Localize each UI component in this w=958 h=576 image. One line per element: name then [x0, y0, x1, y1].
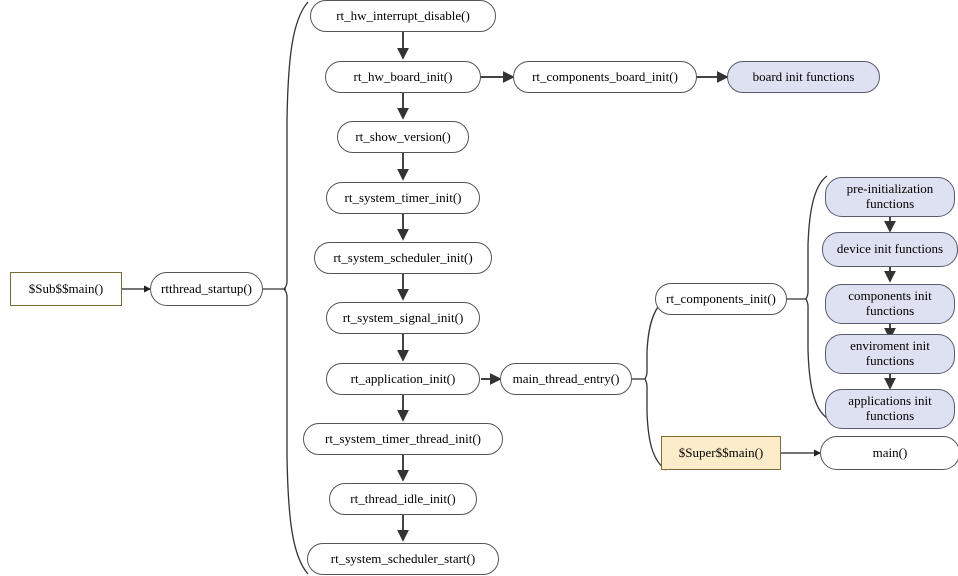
- node-label: board init functions: [752, 68, 855, 84]
- node-label: $Super$$main(): [678, 444, 764, 460]
- node-label: main_thread_entry(): [512, 370, 620, 386]
- node-device-init-functions[interactable]: device init functions: [822, 232, 958, 267]
- node-label: rt_system_timer_init(): [344, 189, 462, 205]
- node-label: rt_components_board_init(): [532, 68, 678, 84]
- node-label: rt_hw_interrupt_disable(): [336, 7, 470, 23]
- node-label: rt_system_scheduler_start(): [330, 550, 476, 566]
- node-label: main(): [872, 444, 908, 460]
- node-rt-system-scheduler-start[interactable]: rt_system_scheduler_start(): [307, 543, 499, 575]
- node-main[interactable]: main(): [820, 436, 958, 470]
- node-rt-hw-board-init[interactable]: rt_hw_board_init(): [325, 61, 481, 93]
- node-rt-components-board-init[interactable]: rt_components_board_init(): [513, 61, 697, 93]
- node-label: rt_application_init(): [350, 370, 456, 386]
- node-rt-system-timer-init[interactable]: rt_system_timer_init(): [326, 182, 480, 214]
- node-label: enviroment init functions: [850, 338, 930, 368]
- node-label: applications init functions: [848, 393, 932, 423]
- node-pre-initialization-functions[interactable]: pre-initialization functions: [825, 177, 955, 217]
- node-label: rt_system_timer_thread_init(): [325, 430, 481, 446]
- node-board-init-functions[interactable]: board init functions: [727, 61, 880, 93]
- node-rt-system-scheduler-init[interactable]: rt_system_scheduler_init(): [314, 242, 492, 274]
- node-label: pre-initialization functions: [846, 181, 934, 211]
- node-main-thread-entry[interactable]: main_thread_entry(): [500, 363, 632, 395]
- node-rt-components-init[interactable]: rt_components_init(): [655, 283, 787, 315]
- node-components-init-functions[interactable]: components init functions: [825, 284, 955, 324]
- node-label: components init functions: [848, 288, 932, 318]
- node-enviroment-init-functions[interactable]: enviroment init functions: [825, 334, 955, 374]
- node-label: rt_hw_board_init(): [353, 68, 453, 84]
- node-label: rt_components_init(): [666, 290, 776, 306]
- node-label: $Sub$$main(): [28, 280, 104, 296]
- node-rt-show-version[interactable]: rt_show_version(): [337, 121, 469, 153]
- node-label: rt_system_scheduler_init(): [333, 249, 473, 265]
- node-rt-hw-interrupt-disable[interactable]: rt_hw_interrupt_disable(): [310, 0, 496, 32]
- node-rt-system-signal-init[interactable]: rt_system_signal_init(): [326, 302, 480, 334]
- node-rtthread-startup[interactable]: rtthread_startup(): [150, 272, 263, 306]
- node-applications-init-functions[interactable]: applications init functions: [825, 389, 955, 429]
- node-label: device init functions: [836, 241, 944, 257]
- node-label: rt_system_signal_init(): [342, 309, 464, 325]
- node-super-main[interactable]: $Super$$main(): [661, 436, 781, 470]
- node-sub-main[interactable]: $Sub$$main(): [10, 272, 122, 306]
- node-rt-system-timer-thread-init[interactable]: rt_system_timer_thread_init(): [303, 423, 503, 455]
- node-label: rtthread_startup(): [161, 280, 252, 296]
- node-rt-application-init[interactable]: rt_application_init(): [326, 363, 480, 395]
- node-rt-thread-idle-init[interactable]: rt_thread_idle_init(): [329, 483, 477, 515]
- node-label: rt_thread_idle_init(): [350, 490, 456, 506]
- node-label: rt_show_version(): [355, 128, 451, 144]
